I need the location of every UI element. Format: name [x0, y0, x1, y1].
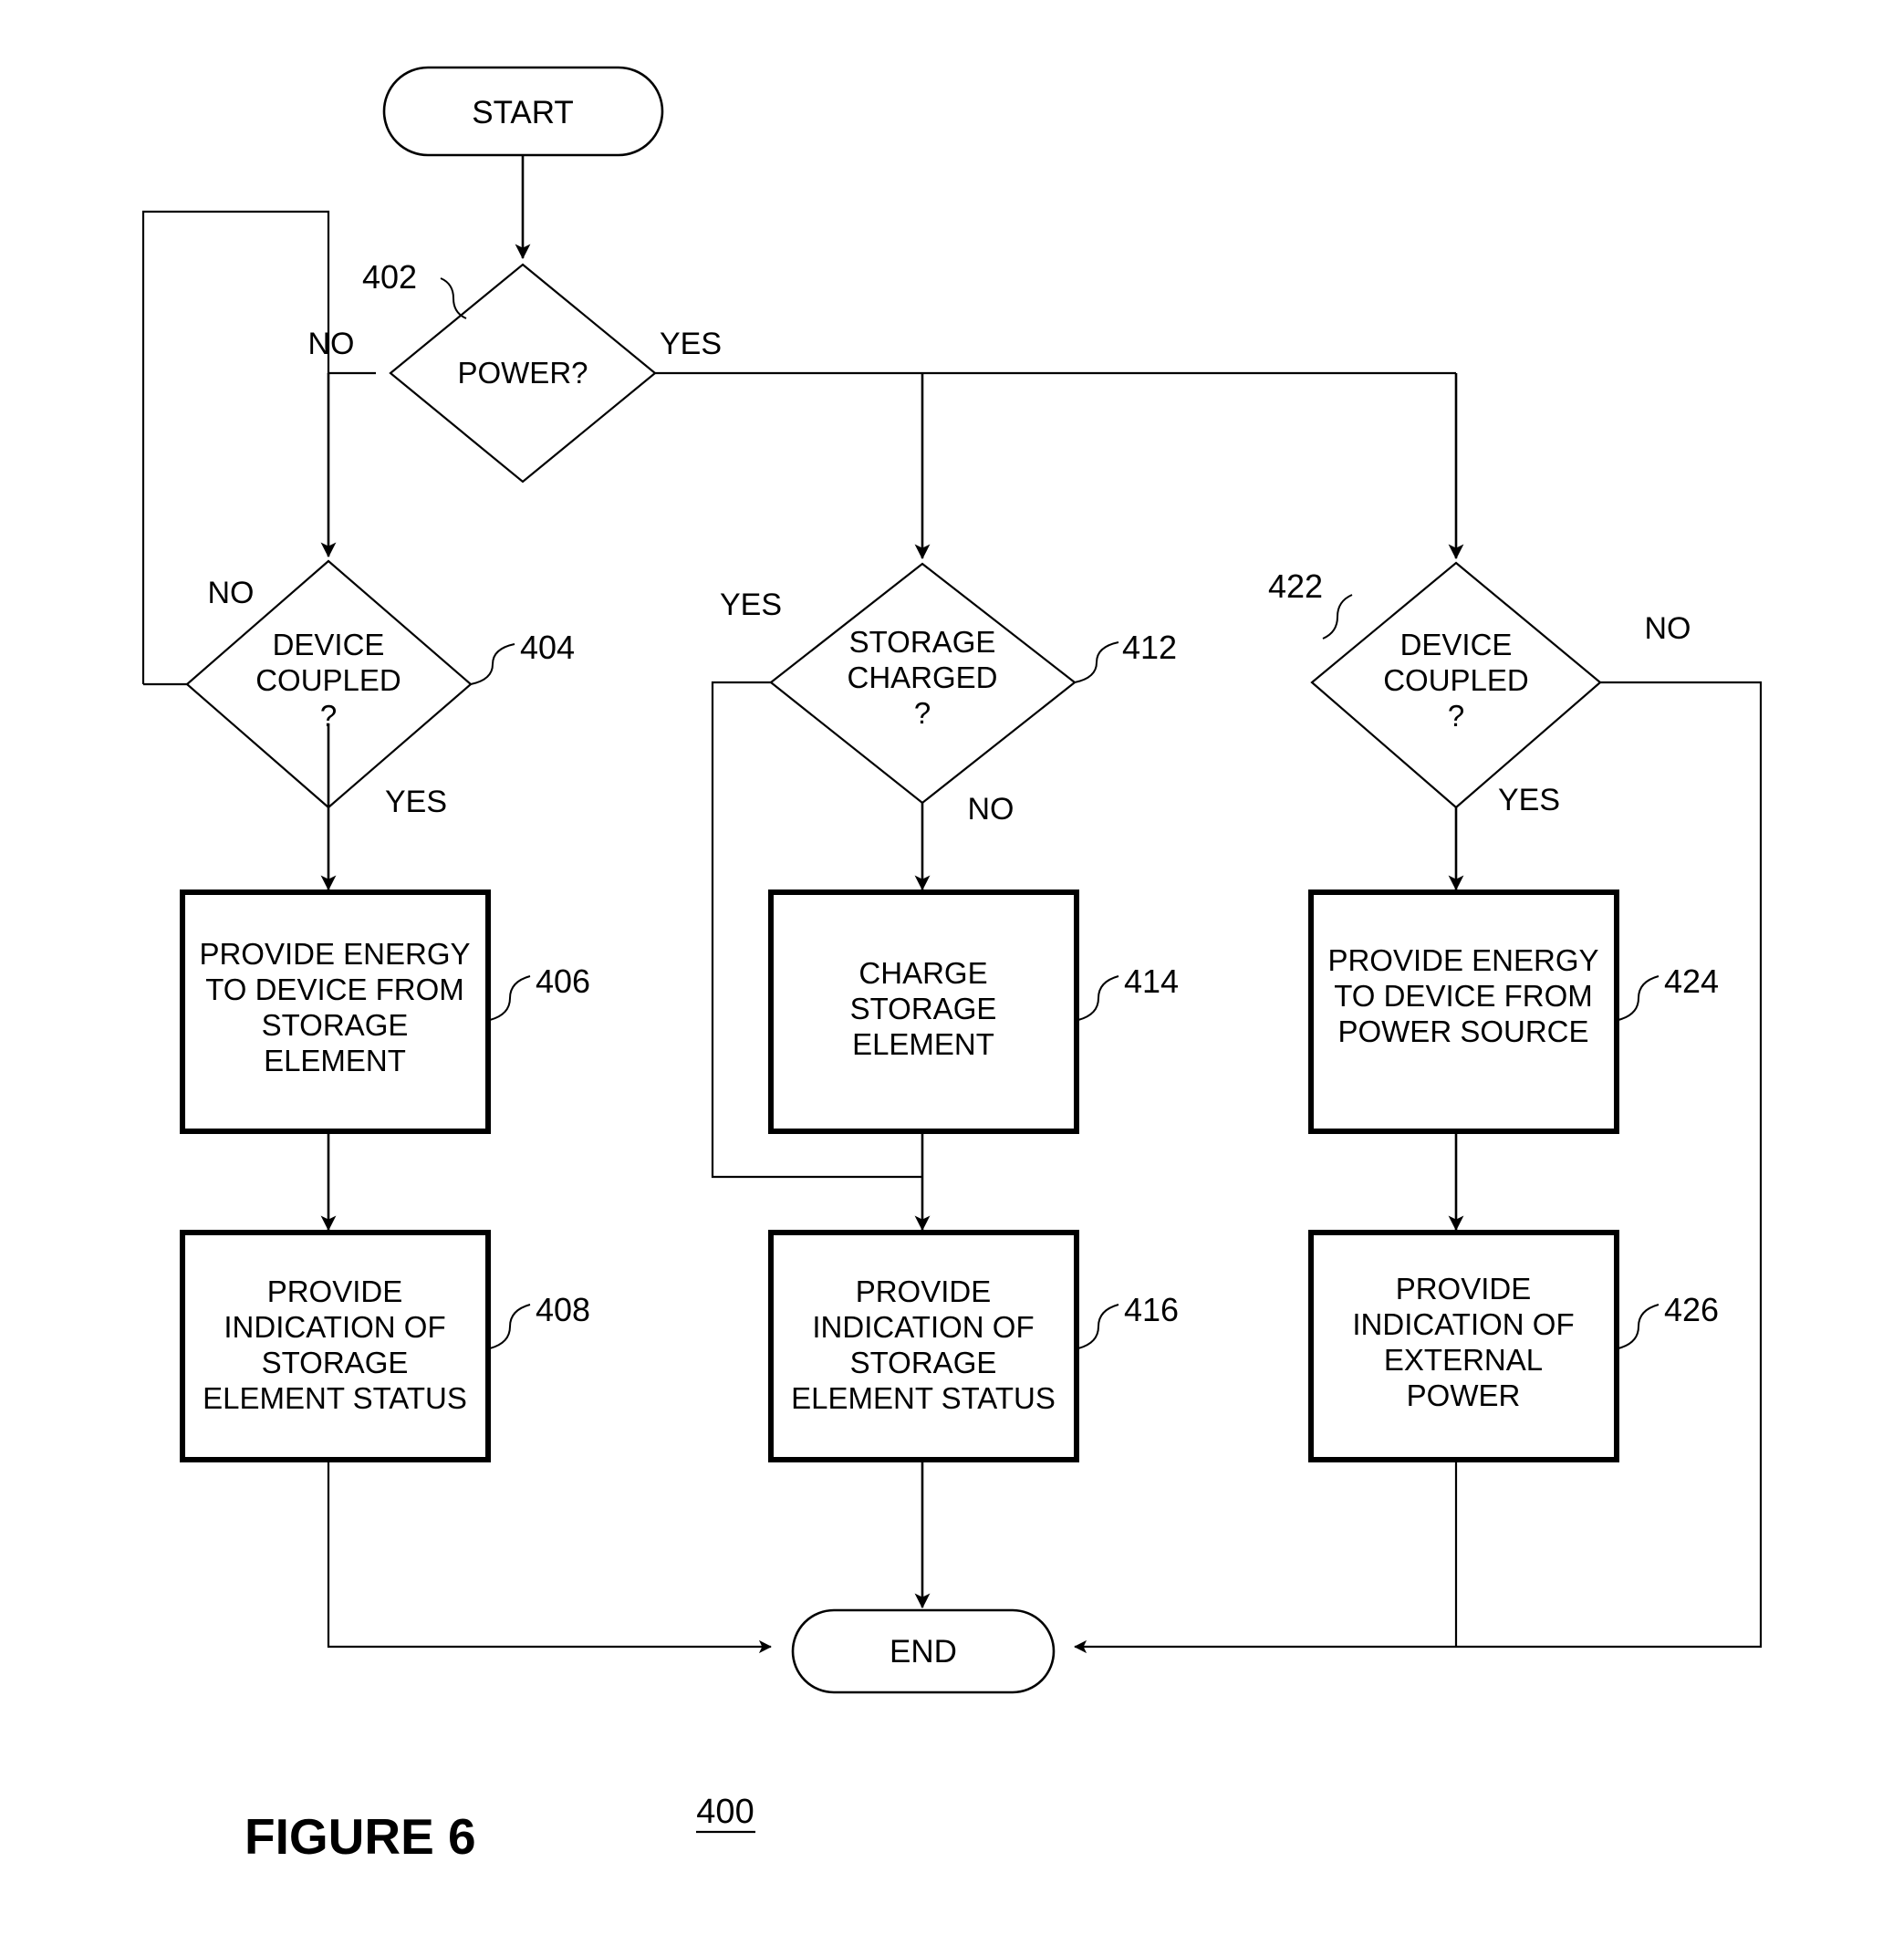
process-426-line-4: POWER	[1407, 1378, 1521, 1412]
process-424-line-3: POWER SOURCE	[1337, 1014, 1588, 1048]
ref-callout-416: 416	[1077, 1291, 1179, 1349]
process-424: PROVIDE ENERGY TO DEVICE FROM POWER SOUR…	[1308, 889, 1619, 1134]
process-408: PROVIDE INDICATION OF STORAGE ELEMENT ST…	[180, 1230, 491, 1462]
process-414-line-3: ELEMENT	[852, 1027, 994, 1061]
process-424-line-1: PROVIDE ENERGY	[1327, 943, 1598, 977]
process-416: PROVIDE INDICATION OF STORAGE ELEMENT ST…	[768, 1230, 1079, 1462]
process-408-line-2: INDICATION OF	[224, 1310, 445, 1344]
ref-number-402: 402	[362, 258, 417, 296]
process-426-line-2: INDICATION OF	[1352, 1307, 1574, 1341]
connector-power-no-loop	[141, 210, 376, 684]
process-414: CHARGE STORAGE ELEMENT	[768, 889, 1079, 1134]
process-408-line-1: PROVIDE	[267, 1274, 403, 1308]
figure-caption: FIGURE 6	[245, 1808, 476, 1865]
process-406-line-3: STORAGE	[262, 1008, 409, 1042]
decision-412-line-2: CHARGED	[847, 661, 997, 694]
diagram-number-group: 400	[696, 1793, 755, 1834]
decision-storage-charged-412: STORAGE CHARGED ?	[769, 562, 1077, 805]
process-408-line-3: STORAGE	[262, 1346, 409, 1379]
process-406: PROVIDE ENERGY TO DEVICE FROM STORAGE EL…	[180, 889, 491, 1134]
ref-number-422: 422	[1268, 567, 1323, 605]
decision-404-line-1: DEVICE	[273, 628, 385, 661]
decision-422-line-1: DEVICE	[1400, 628, 1513, 661]
decision-404-line-3: ?	[320, 699, 337, 733]
branch-label-412-yes: YES	[720, 588, 782, 622]
decision-404-line-2: COUPLED	[255, 663, 401, 697]
branch-label-412-no: NO	[968, 792, 1014, 827]
branch-label-422-yes: YES	[1498, 783, 1560, 817]
ref-callout-406: 406	[489, 962, 590, 1021]
decision-power: POWER?	[389, 263, 657, 484]
decision-power-label: POWER?	[457, 356, 588, 390]
terminal-end-label: END	[890, 1634, 957, 1670]
branch-label-422-no: NO	[1645, 611, 1691, 646]
process-416-line-4: ELEMENT STATUS	[791, 1381, 1056, 1415]
process-408-line-4: ELEMENT STATUS	[203, 1381, 467, 1415]
ref-callout-414: 414	[1077, 962, 1179, 1021]
ref-callout-412: 412	[1074, 629, 1177, 683]
ref-callout-426: 426	[1618, 1291, 1719, 1349]
terminal-start: START	[382, 66, 664, 157]
branch-label-404-no: NO	[208, 576, 255, 610]
ref-number-412: 412	[1122, 629, 1177, 666]
process-406-line-2: TO DEVICE FROM	[205, 973, 464, 1006]
ref-callout-424: 424	[1618, 962, 1719, 1021]
branch-label-power-no: NO	[308, 327, 355, 361]
process-416-line-1: PROVIDE	[856, 1274, 992, 1308]
decision-422-line-2: COUPLED	[1383, 663, 1529, 697]
ref-number-424: 424	[1664, 962, 1719, 1000]
process-426: PROVIDE INDICATION OF EXTERNAL POWER	[1308, 1230, 1619, 1462]
process-406-line-4: ELEMENT	[264, 1044, 406, 1077]
connector-412-yes-loop	[711, 681, 922, 1179]
process-426-line-1: PROVIDE	[1396, 1272, 1532, 1306]
terminal-end: END	[791, 1608, 1056, 1694]
ref-number-416: 416	[1124, 1291, 1179, 1328]
connector-408-to-end	[327, 1460, 772, 1654]
ref-number-426: 426	[1664, 1291, 1719, 1328]
ref-number-406: 406	[536, 962, 590, 1000]
ref-callout-408: 408	[489, 1291, 590, 1349]
process-424-line-2: TO DEVICE FROM	[1334, 979, 1593, 1013]
ref-number-414: 414	[1124, 962, 1179, 1000]
branch-label-power-yes: YES	[660, 327, 722, 361]
branch-label-404-yes: YES	[385, 785, 447, 819]
decision-412-line-1: STORAGE	[849, 625, 996, 659]
process-406-line-1: PROVIDE ENERGY	[199, 937, 470, 971]
diagram-number: 400	[696, 1793, 754, 1831]
process-416-line-2: INDICATION OF	[812, 1310, 1034, 1344]
terminal-start-label: START	[472, 95, 574, 130]
decision-422-line-3: ?	[1448, 699, 1464, 733]
process-426-line-3: EXTERNAL	[1384, 1343, 1543, 1377]
ref-number-404: 404	[520, 629, 575, 666]
ref-callout-402: 402	[362, 258, 467, 319]
process-414-line-1: CHARGE	[858, 956, 987, 990]
decision-412-line-3: ?	[914, 696, 931, 730]
ref-callout-422: 422	[1268, 567, 1353, 640]
connector-422-no-to-end	[1074, 681, 1763, 1654]
decision-device-coupled-422: DEVICE COUPLED ?	[1310, 561, 1602, 809]
process-416-line-3: STORAGE	[850, 1346, 997, 1379]
process-414-line-2: STORAGE	[850, 992, 997, 1025]
decision-device-coupled-404: DEVICE COUPLED ?	[185, 559, 473, 809]
ref-callout-404: 404	[470, 629, 575, 685]
ref-number-408: 408	[536, 1291, 590, 1328]
